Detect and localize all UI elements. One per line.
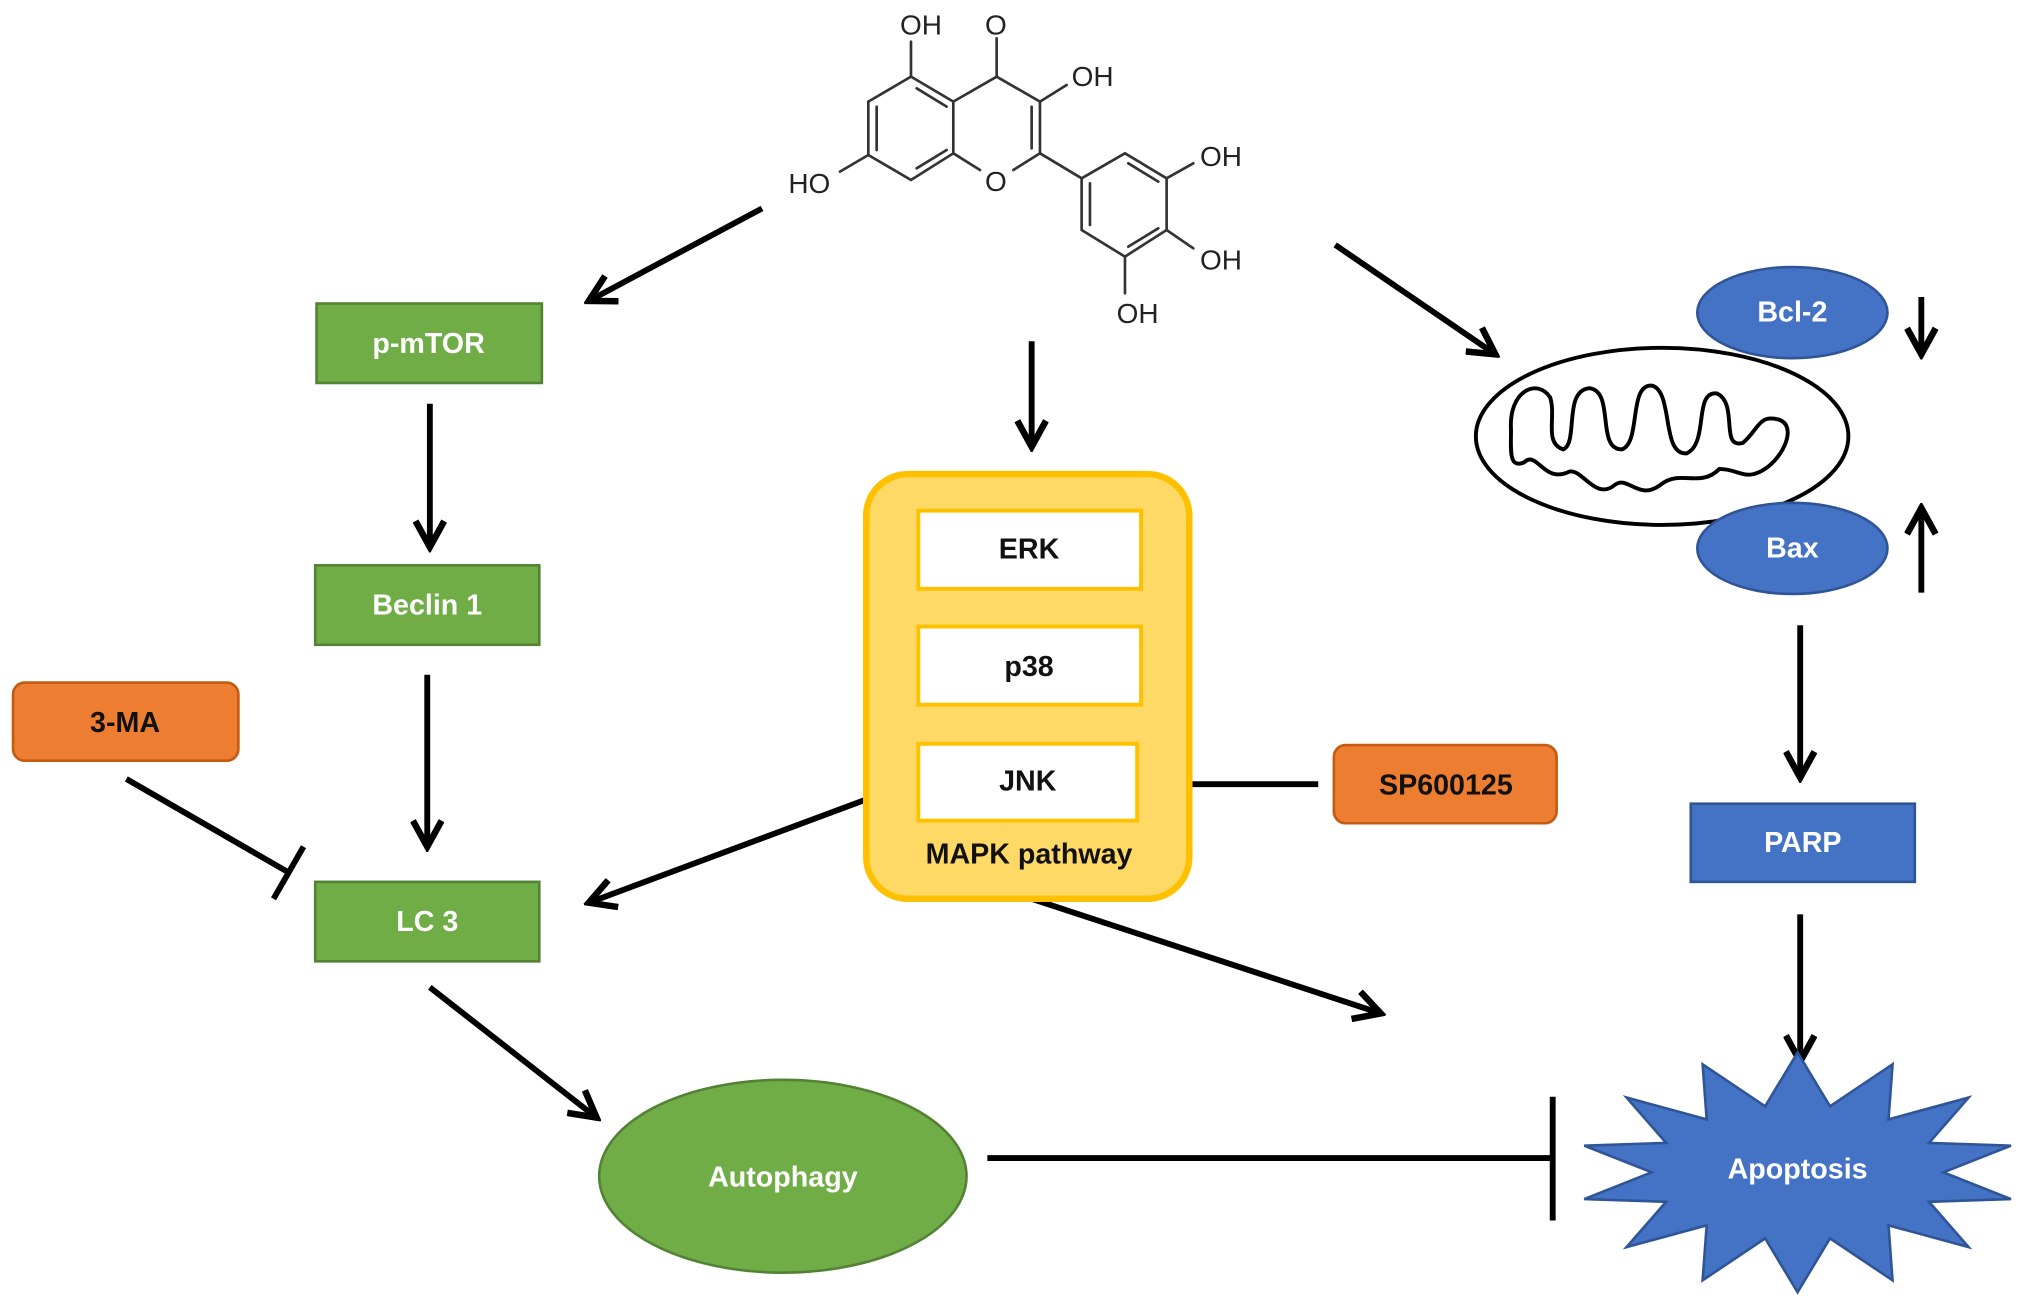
parp-label: PARP — [1764, 827, 1841, 859]
erk-label: ERK — [999, 534, 1060, 566]
mitochondrion-icon — [1473, 345, 1851, 527]
node-parp: PARP — [1689, 802, 1917, 884]
node-erk — [916, 508, 1144, 591]
label-ho: HO — [788, 168, 830, 199]
jnk-label: JNK — [999, 766, 1057, 798]
node-apoptosis: Apoptosis — [1583, 1049, 2012, 1295]
p-mtor-label: p-mTOR — [372, 328, 485, 360]
node-p-mtor: p-mTOR — [315, 302, 544, 385]
arrow-jnk-lc3 — [589, 778, 916, 903]
label-oh: OH — [1200, 141, 1242, 172]
lc3-label: LC 3 — [396, 906, 458, 938]
label-carbonyl-o: O — [985, 9, 1007, 40]
bcl-2-label: Bcl-2 — [1757, 297, 1827, 329]
inhibition-autophagy-apoptosis — [987, 1096, 1556, 1221]
node-3-ma: 3-MA — [11, 681, 240, 763]
label-oh: OH — [1072, 61, 1114, 92]
mapk-pathway-label: MAPK pathway — [926, 839, 1133, 871]
label-oh: OH — [1117, 298, 1159, 329]
node-lc3: LC 3 — [313, 880, 541, 963]
3-ma-label: 3-MA — [90, 707, 160, 739]
beclin-1-label: Beclin 1 — [372, 590, 482, 622]
sp600125-label: SP600125 — [1379, 769, 1513, 801]
node-p38 — [916, 624, 1144, 707]
mapk-pathway-box: ERK p38 JNK MAPK pathway — [862, 470, 1193, 903]
arrow-lc3-autophagy — [428, 985, 597, 1117]
apoptosis-burst-shape — [1583, 1049, 2012, 1295]
node-sp600125: SP600125 — [1332, 743, 1558, 825]
node-jnk — [916, 741, 1140, 823]
label-oh: OH — [1200, 244, 1242, 275]
label-oh: OH — [900, 9, 942, 40]
node-bax: Bax — [1695, 501, 1889, 596]
arrow-to-mitochondria — [1333, 242, 1495, 354]
node-bcl-2: Bcl-2 — [1695, 265, 1889, 360]
node-beclin-1: Beclin 1 — [313, 564, 541, 647]
arrow-mapk-apoptosis — [1030, 896, 1381, 1014]
node-autophagy: Autophagy — [597, 1078, 968, 1274]
autophagy-label: Autophagy — [708, 1162, 858, 1194]
arrow-to-pmtor — [589, 205, 764, 300]
myricetin-structure: OH O OH HO O OH OH OH — [788, 9, 1242, 328]
p38-label: p38 — [1004, 651, 1053, 683]
label-ring-o: O — [985, 166, 1007, 197]
bax-label: Bax — [1766, 532, 1819, 564]
apoptosis-label: Apoptosis — [1728, 1154, 1868, 1186]
inhibition-3ma-lc3 — [124, 776, 307, 901]
